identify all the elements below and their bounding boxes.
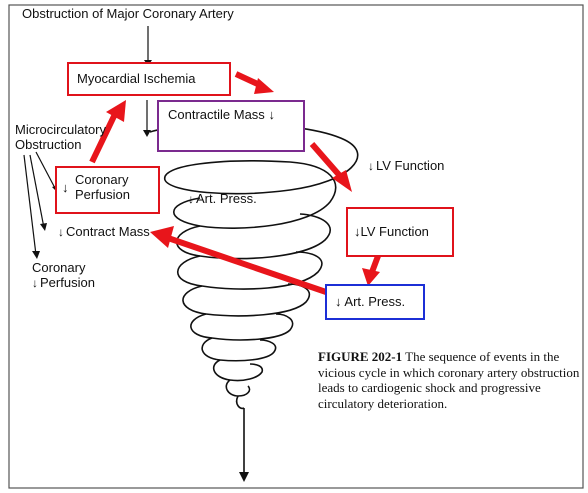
micro-arrow-2	[40, 223, 47, 231]
micro-arrow-3	[32, 251, 40, 259]
figure-id: FIGURE 202-1	[318, 349, 403, 364]
coronary-perfusion-box-line1: Coronary	[75, 172, 129, 187]
lv-function-box: ↓LV Function	[346, 207, 454, 257]
micro-line-3	[23, 154, 37, 256]
micro-line-2	[29, 154, 45, 229]
ischemia-down-arrowhead	[143, 130, 151, 137]
spiral-turn-9	[225, 379, 251, 397]
lv-function-plain-label: LV Function	[368, 158, 444, 174]
caption-text: The sequence of events in the vicious cy…	[318, 349, 580, 411]
red-arrows	[89, 71, 381, 295]
coronary-perfusion-down-arrow: ↓	[62, 180, 69, 195]
coronary-perfusion-box: ↓ Coronary Perfusion	[55, 166, 160, 214]
microcirculatory-label: Microcirculatory	[15, 122, 107, 137]
myocardial-ischemia-box: Myocardial Ischemia	[67, 62, 231, 96]
art-press-box-label: ↓ Art. Press.	[335, 294, 406, 309]
red-arrow-4-head	[362, 268, 380, 286]
red-arrow-2-shaft	[89, 110, 119, 164]
red-arrow-3-head	[332, 170, 352, 192]
contract-mass-lower-label: Contract Mass	[58, 224, 150, 240]
spiral-tail-arrowhead	[239, 472, 249, 482]
red-arrow-5-shaft	[167, 235, 327, 295]
coronary-perfusion-lower-line2: Perfusion	[32, 275, 95, 291]
red-arrow-5-head	[150, 226, 174, 248]
art-press-inner-label: Art. Press.	[188, 191, 257, 207]
coronary-perfusion-lower-line1: Coronary	[32, 260, 86, 275]
spiral-turn-8	[212, 359, 264, 382]
contractile-mass-box: Contractile Mass ↓	[157, 100, 305, 152]
micro-line-1	[35, 151, 57, 191]
figure-caption: FIGURE 202-1 The sequence of events in t…	[318, 349, 580, 411]
spiral-turn-6	[190, 313, 294, 341]
red-arrow-1-head	[254, 78, 274, 94]
spiral-turn-7	[201, 337, 277, 362]
myocardial-ischemia-label: Myocardial Ischemia	[77, 71, 196, 86]
spiral-turn-5	[182, 283, 311, 317]
red-arrow-2-head	[106, 100, 126, 122]
spiral-turn-10	[235, 395, 245, 410]
lv-function-box-label: ↓LV Function	[354, 224, 429, 239]
obstruction-label: Obstruction	[15, 137, 82, 152]
vicious-cycle-spiral	[149, 123, 359, 478]
frame-border	[8, 4, 584, 489]
art-press-box: ↓ Art. Press.	[325, 284, 425, 320]
red-arrow-4-shaft	[369, 254, 381, 274]
spiral-turn-2	[172, 161, 337, 229]
coronary-perfusion-box-line2: Perfusion	[75, 187, 130, 202]
red-arrow-3-shaft	[309, 142, 343, 178]
top-title: Obstruction of Major Coronary Artery	[22, 6, 234, 21]
contractile-mass-label: Contractile Mass ↓	[168, 107, 275, 122]
spiral-turn-4	[176, 251, 323, 290]
